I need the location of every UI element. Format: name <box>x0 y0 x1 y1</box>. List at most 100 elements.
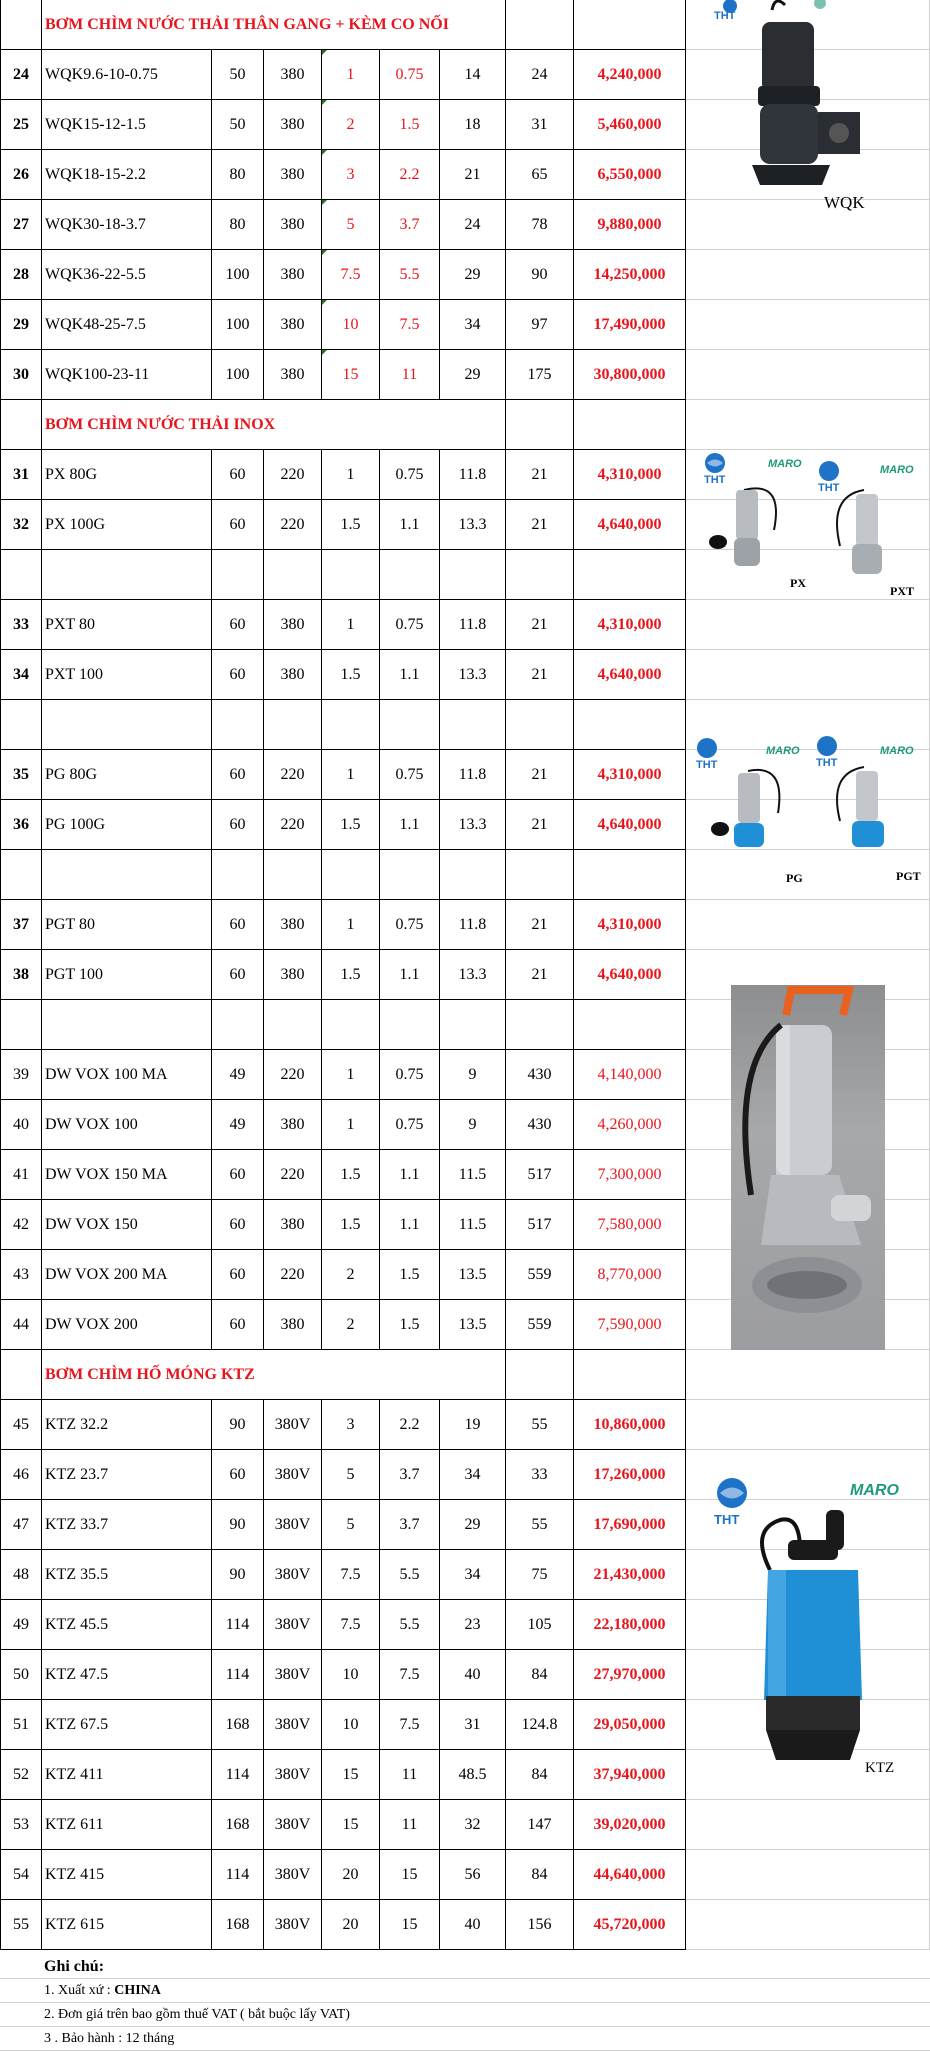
comment-marker <box>322 350 327 355</box>
spec-cell-e: 34 <box>440 1550 506 1600</box>
empty-cell <box>574 400 686 450</box>
spec-cell-a: 60 <box>212 500 264 550</box>
notes-title: Ghi chú: <box>0 1955 930 1979</box>
image-cell <box>686 650 930 700</box>
row-number-cell: 31 <box>0 450 42 500</box>
spec-cell-f <box>506 700 574 750</box>
spec-cell-b: 220 <box>264 1250 322 1300</box>
pgt-pump-icon <box>836 766 884 847</box>
model-cell: PX 80G <box>42 450 212 500</box>
spec-cell-f: 78 <box>506 200 574 250</box>
spec-cell-a <box>212 550 264 600</box>
blank-row <box>0 550 930 600</box>
spec-cell-e: 13.5 <box>440 1300 506 1350</box>
row-number-cell: 28 <box>0 250 42 300</box>
spec-cell-b: 380 <box>264 250 322 300</box>
spec-cell-f: 21 <box>506 750 574 800</box>
spec-cell-d: 0.75 <box>380 1050 440 1100</box>
spec-cell-e: 40 <box>440 1900 506 1950</box>
spec-cell-e: 11.8 <box>440 750 506 800</box>
spec-cell-b: 380V <box>264 1900 322 1950</box>
spec-cell-c: 1.5 <box>322 800 380 850</box>
spec-cell-a: 90 <box>212 1550 264 1600</box>
row-number-cell: 51 <box>0 1700 42 1750</box>
spec-cell-b: 380 <box>264 150 322 200</box>
price-cell <box>574 1000 686 1050</box>
spec-cell-d: 0.75 <box>380 450 440 500</box>
tht-logo: THT <box>714 10 736 22</box>
spec-cell-e: 21 <box>440 150 506 200</box>
note-origin-label: 1. Xuất xứ : <box>44 1982 111 1998</box>
model-cell: WQK18-15-2.2 <box>42 150 212 200</box>
price-cell: 39,020,000 <box>574 1800 686 1850</box>
price-cell: 4,640,000 <box>574 950 686 1000</box>
spec-cell-b: 380 <box>264 350 322 400</box>
spec-cell-f: 156 <box>506 1900 574 1950</box>
spec-cell-a: 80 <box>212 200 264 250</box>
row-number-cell: 45 <box>0 1400 42 1450</box>
spec-cell-d: 3.7 <box>380 1450 440 1500</box>
section-title: BƠM CHÌM HỐ MÓNG KTZ <box>42 1350 506 1400</box>
spec-cell-a: 114 <box>212 1750 264 1800</box>
spec-cell-e: 40 <box>440 1650 506 1700</box>
price-cell: 4,310,000 <box>574 450 686 500</box>
row-number-cell: 50 <box>0 1650 42 1700</box>
spec-cell-b: 380V <box>264 1800 322 1850</box>
model-cell <box>42 550 212 600</box>
blank-row <box>0 850 930 900</box>
maro-logo: MARO <box>768 458 802 470</box>
spec-cell-a: 60 <box>212 1450 264 1500</box>
spec-cell-b <box>264 700 322 750</box>
spec-cell-a: 60 <box>212 1250 264 1300</box>
blank-row <box>0 1000 930 1050</box>
spec-cell-d: 5.5 <box>380 1550 440 1600</box>
spec-cell-d <box>380 850 440 900</box>
spec-cell-b: 380V <box>264 1450 322 1500</box>
spec-cell-f: 84 <box>506 1650 574 1700</box>
model-cell: DW VOX 200 <box>42 1300 212 1350</box>
spec-cell-c: 5 <box>322 1450 380 1500</box>
maro-logo: MARO <box>766 745 800 757</box>
spec-cell-a <box>212 700 264 750</box>
model-cell: KTZ 35.5 <box>42 1550 212 1600</box>
model-cell: PG 80G <box>42 750 212 800</box>
price-cell: 21,430,000 <box>574 1550 686 1600</box>
model-cell: KTZ 32.2 <box>42 1400 212 1450</box>
spec-cell-d: 5.5 <box>380 1600 440 1650</box>
price-cell: 29,050,000 <box>574 1700 686 1750</box>
px-pxt-pump-image: THT MARO PX THT MARO PXT <box>694 448 930 598</box>
spec-cell-d <box>380 700 440 750</box>
spec-cell-e: 23 <box>440 1600 506 1650</box>
spec-cell-f: 517 <box>506 1200 574 1250</box>
spec-cell-b: 380 <box>264 950 322 1000</box>
spec-cell-e <box>440 700 506 750</box>
spec-cell-a: 60 <box>212 750 264 800</box>
section-header-row: BƠM CHÌM HỐ MÓNG KTZ <box>0 1350 930 1400</box>
spec-cell-f: 21 <box>506 450 574 500</box>
price-cell: 45,720,000 <box>574 1900 686 1950</box>
row-number-cell: 54 <box>0 1850 42 1900</box>
spec-cell-b: 380V <box>264 1600 322 1650</box>
spec-cell-a: 168 <box>212 1700 264 1750</box>
spec-cell-a: 60 <box>212 1200 264 1250</box>
price-cell: 10,860,000 <box>574 1400 686 1450</box>
spec-cell-c: 3 <box>322 1400 380 1450</box>
spec-cell-a: 168 <box>212 1900 264 1950</box>
spec-cell-c: 15 <box>322 350 380 400</box>
spec-cell-f: 84 <box>506 1850 574 1900</box>
model-cell: DW VOX 100 MA <box>42 1050 212 1100</box>
price-cell: 4,640,000 <box>574 800 686 850</box>
row-number-cell: 34 <box>0 650 42 700</box>
row-number-cell: 47 <box>0 1500 42 1550</box>
row-number-cell: 38 <box>0 950 42 1000</box>
spec-cell-d: 0.75 <box>380 750 440 800</box>
spec-cell-c: 20 <box>322 1900 380 1950</box>
spec-cell-f: 55 <box>506 1500 574 1550</box>
model-cell: KTZ 67.5 <box>42 1700 212 1750</box>
image-cell <box>686 250 930 300</box>
spec-cell-e: 13.3 <box>440 650 506 700</box>
spec-cell-a: 168 <box>212 1800 264 1850</box>
